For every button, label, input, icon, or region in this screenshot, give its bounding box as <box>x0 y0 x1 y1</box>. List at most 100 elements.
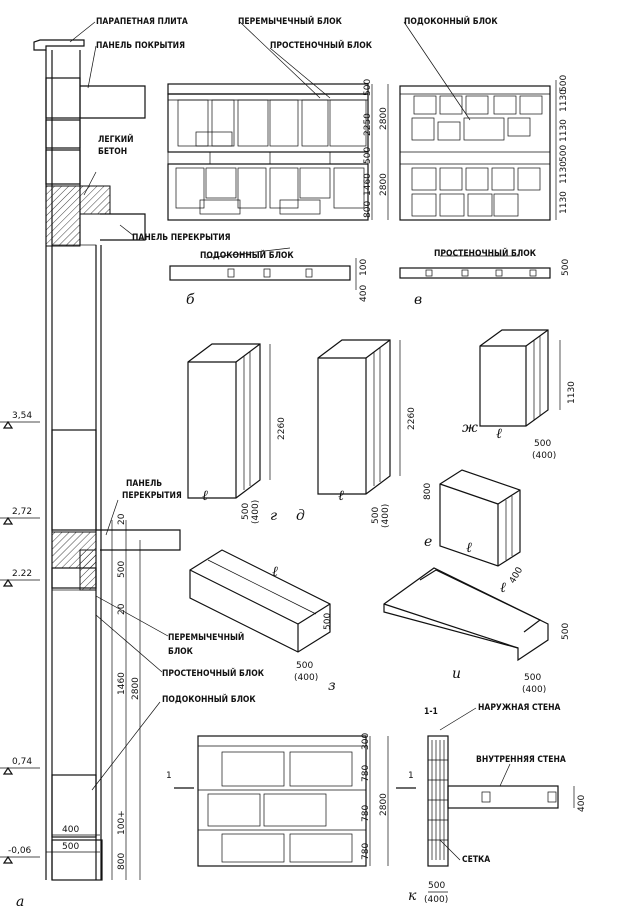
block-i: ℓ 500 500 (400) и <box>383 567 571 695</box>
elevation-v: ПОДОКОННЫЙ БЛОК 500 1130 1130 500 1130 1… <box>399 15 571 308</box>
elevation-b: ПЕРЕМЫЧЕЧНЫЙ БЛОК ПРОСТЕНОЧНЫЙ БЛОК 500 … <box>167 15 389 308</box>
label-section-1-1: 1-1 <box>424 707 438 717</box>
dim-z-500: 500 <box>323 613 333 630</box>
block-zh: 1130 ℓ 500 (400) ж <box>462 329 577 461</box>
letter-zh: ж <box>462 420 478 436</box>
dim-v-1130d: 1130 <box>559 191 569 214</box>
letter-d: д <box>296 508 305 524</box>
dim-i-500w: 500 <box>524 673 541 683</box>
svg-text:ℓ: ℓ <box>202 488 208 504</box>
section-a: 20 500 20 1460 2800 100+ 800 400 500 3,5… <box>0 17 265 910</box>
label-pier-top: ПРОСТЕНОЧНЫЙ БЛОК <box>270 39 373 51</box>
dim-800: 800 <box>117 853 127 870</box>
letter-z: з <box>328 678 336 694</box>
dim-v-500-sec: 500 <box>561 259 571 276</box>
parapet-slab <box>33 39 85 51</box>
label-lintel-left-2: БЛОК <box>168 647 194 657</box>
svg-text:(400): (400) <box>294 673 318 683</box>
dim-b-1460: 1460 <box>363 173 373 196</box>
svg-text:ℓ: ℓ <box>338 488 344 504</box>
dim-g-2260: 2260 <box>277 417 287 440</box>
dim-k-400: 400 <box>577 795 587 812</box>
dim-b-2800a: 2800 <box>379 107 389 130</box>
label-sill-top: ПОДОКОННЫЙ БЛОК <box>404 15 498 27</box>
label-light-concrete-1: ЛЕГКИЙ <box>98 133 134 145</box>
letter-k: к <box>408 888 417 904</box>
label-floor-panel-mid-2: ПЕРЕКРЫТИЯ <box>122 491 182 501</box>
section-1-1: 1-1 НАРУЖНАЯ СТЕНА ВНУТРЕННЯЯ СТЕНА 400 … <box>408 703 587 905</box>
svg-text:3,54: 3,54 <box>12 411 32 421</box>
dim-b-2250: 2250 <box>363 113 373 136</box>
svg-text:(400): (400) <box>381 504 391 528</box>
svg-text:2,72: 2,72 <box>12 507 32 517</box>
dim-b-400: 400 <box>359 285 369 302</box>
svg-text:(400): (400) <box>424 895 448 905</box>
dim-100: 100+ <box>117 810 127 835</box>
dim-k-500: 500 <box>428 881 445 891</box>
label-floor-panel-mid-1: ПАНЕЛЬ <box>126 479 162 489</box>
block-e: 800 ℓ 400 е <box>423 469 525 586</box>
dim-e-400: 400 <box>508 565 525 585</box>
inner-wall-section <box>447 785 559 809</box>
svg-text:ℓ: ℓ <box>466 540 472 556</box>
svg-text:(400): (400) <box>522 685 546 695</box>
dim-e-800: 800 <box>423 483 433 500</box>
label-outer-wall: НАРУЖНАЯ СТЕНА <box>478 703 561 713</box>
dim-500b: 500 <box>62 842 79 852</box>
dim-i-500: 500 <box>561 623 571 640</box>
letter-v: в <box>414 292 422 308</box>
label-mesh: СЕТКА <box>462 855 490 865</box>
dim-b-800: 800 <box>363 201 373 218</box>
svg-text:ℓ: ℓ <box>496 426 502 442</box>
dim-400: 400 <box>62 825 79 835</box>
light-concrete-hatch <box>45 185 81 247</box>
dim-v-1130a: 1130 <box>559 89 569 112</box>
dim-k-2800: 2800 <box>379 793 389 816</box>
label-roof-panel: ПАНЕЛЬ ПОКРЫТИЯ <box>96 41 185 51</box>
dim-b-500: 500 <box>363 79 373 96</box>
label-light-concrete-2: БЕТОН <box>98 147 127 157</box>
dim-zh-500: 500 <box>534 439 551 449</box>
dim-b-500b: 500 <box>363 147 373 164</box>
floor-panel-top <box>100 213 146 241</box>
dim-v-1130b: 1130 <box>559 119 569 142</box>
svg-text:ℓ: ℓ <box>500 580 506 596</box>
dim-b-2800b: 2800 <box>379 173 389 196</box>
dim-d-500: 500 <box>371 507 381 524</box>
svg-text:2.22: 2.22 <box>12 569 32 579</box>
label-sill-b: ПОДОКОННЫЙ БЛОК <box>200 249 294 261</box>
label-inner-wall: ВНУТРЕННЯЯ СТЕНА <box>476 755 566 765</box>
letter-g: г <box>270 508 277 524</box>
letter-b: б <box>186 292 195 308</box>
elevation-k: 300 780 780 780 2800 1 1 <box>166 733 416 867</box>
level-marks: 3,54 2,72 2.22 0,74 -0,06 <box>0 411 40 864</box>
block-d: 2260 ℓ 500 (400) д <box>296 339 417 528</box>
dim-v-500a: 500 <box>559 75 569 92</box>
dim-zh-1130: 1130 <box>567 381 577 404</box>
dim-20b: 20 <box>117 603 127 615</box>
block-z: ℓ 500 500 (400) з <box>189 549 336 694</box>
floor-panel-mid <box>96 529 181 551</box>
svg-text:ℓ: ℓ <box>272 564 278 580</box>
dim-z-500w: 500 <box>296 661 313 671</box>
dim-500: 500 <box>117 561 127 578</box>
section-mark-right: 1 <box>408 771 414 781</box>
outer-wall-section <box>427 735 449 867</box>
dim-k-780b: 780 <box>361 805 371 822</box>
svg-text:(400): (400) <box>251 500 261 524</box>
dim-d-2260: 2260 <box>407 407 417 430</box>
section-mark-left: 1 <box>166 771 172 781</box>
block-g: 2260 ℓ 500 (400) г <box>187 343 287 524</box>
letter-e: е <box>424 534 432 550</box>
dim-k-300: 300 <box>361 733 371 750</box>
svg-text:0,74: 0,74 <box>12 757 32 767</box>
label-pier-left: ПРОСТЕНОЧНЫЙ БЛОК <box>162 667 265 679</box>
dim-20a: 20 <box>117 513 127 525</box>
dim-v-1130c: 1130 <box>559 161 569 184</box>
label-sill-left: ПОДОКОННЫЙ БЛОК <box>162 693 256 705</box>
dim-g-500: 500 <box>241 503 251 520</box>
dim-k-780c: 780 <box>361 843 371 860</box>
dim-v-500b: 500 <box>559 145 569 162</box>
label-parapet: ПАРАПЕТНАЯ ПЛИТА <box>96 17 188 27</box>
